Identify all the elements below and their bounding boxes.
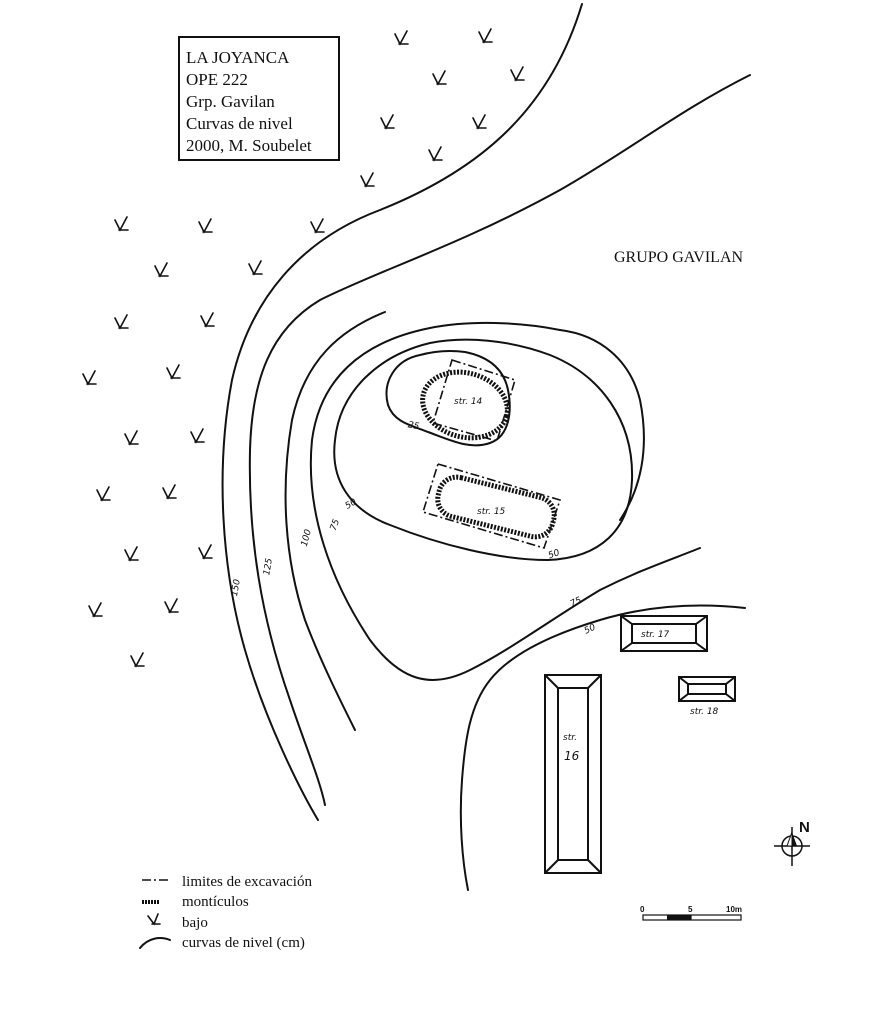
structure-label-14: str. 14 [454,397,483,407]
contour-label-50a: 50 [344,497,359,512]
bajo-area [82,28,525,668]
contour-label-150: 150 [230,578,243,597]
contour-lines [221,3,751,891]
contour-100 [284,311,386,731]
bajo-mark [380,114,395,130]
title-line-subject: Curvas de nivel [186,114,293,133]
title-line-operation: OPE 222 [186,70,248,89]
bajo-mark [82,370,97,386]
mound-14 [420,369,510,441]
bajo-mark [114,314,129,330]
structure-15: str. 15 [421,463,562,549]
contour-label-50b: 50 [547,548,561,561]
structure-18: str. 18 [678,676,736,717]
bajo-mark [96,486,111,502]
group-label: GRUPO GAVILAN [614,249,743,266]
scale-tick-5: 5 [688,905,693,914]
bajo-mark [472,114,487,130]
structure-16: str. 16 [544,674,602,874]
contour-label-25: 25 [407,420,420,432]
mound-15 [435,474,557,540]
contour-75-upper [559,329,645,521]
contour-25 [385,350,511,447]
title-line-author: 2000, M. Soubelet [186,136,312,155]
contour-label-100: 100 [300,528,314,547]
legend-label-contour: curvas de nivel (cm) [182,935,305,951]
legend: limites de excavación montículos bajo cu… [139,874,312,951]
bajo-mark [394,30,409,46]
legend-contour-symbol [139,937,171,949]
bajo-mark [124,430,139,446]
excavation-limit-15 [421,463,562,549]
bajo-mark [88,602,103,618]
bajo-mark [478,28,493,44]
bajo-mark [248,260,263,276]
scale-bar: 0 5 10m [640,905,742,921]
bajo-mark [198,544,213,560]
structure-label-17: str. 17 [641,630,670,640]
bajo-mark [154,262,169,278]
structure-label-16a: str. [563,733,577,743]
scale-tick-10m: 10m [726,905,742,914]
legend-bajo-symbol [147,913,161,926]
bajo-mark [130,652,145,668]
structure-label-15: str. 15 [477,507,506,517]
contour-50-ring [333,338,634,561]
north-label: N [799,819,810,836]
legend-label-excavation: limites de excavación [182,874,312,890]
bajo-mark [428,146,443,162]
bajo-mark [200,312,215,328]
bajo-mark [432,70,447,86]
bajo-mark [310,218,325,234]
contour-labels: 150 125 100 75 75 50 50 50 25 [230,420,598,636]
bajo-mark [166,364,181,380]
contour-label-75b: 75 [569,596,584,610]
contour-label-50c: 50 [583,623,598,637]
bajo-mark [360,172,375,188]
structure-14: str. 14 [420,358,516,442]
legend-label-bajo: bajo [182,915,208,931]
bajo-mark [124,546,139,562]
structure-label-18: str. 18 [690,707,719,717]
title-line-group: Grp. Gavilan [186,92,275,111]
scale-tick-0: 0 [640,905,645,914]
north-arrow-icon: N [774,819,810,866]
contour-label-75a: 75 [329,518,342,532]
contour-125 [248,74,751,806]
contour-75-lower [309,321,701,681]
bajo-mark [510,66,525,82]
structure-17: str. 17 [620,615,708,652]
title-box: LA JOYANCA OPE 222 Grp. Gavilan Curvas d… [178,36,340,161]
bajo-mark [162,484,177,500]
title-line-site: LA JOYANCA [186,48,290,67]
bajo-mark [114,216,129,232]
contour-150 [221,3,583,821]
contour-label-125: 125 [262,557,275,576]
bajo-mark [198,218,213,234]
contour-50-lower [459,604,746,891]
bajo-mark [190,428,205,444]
structure-label-16b: 16 [564,749,580,763]
bajo-mark [164,598,179,614]
legend-label-mound: montículos [182,894,249,910]
